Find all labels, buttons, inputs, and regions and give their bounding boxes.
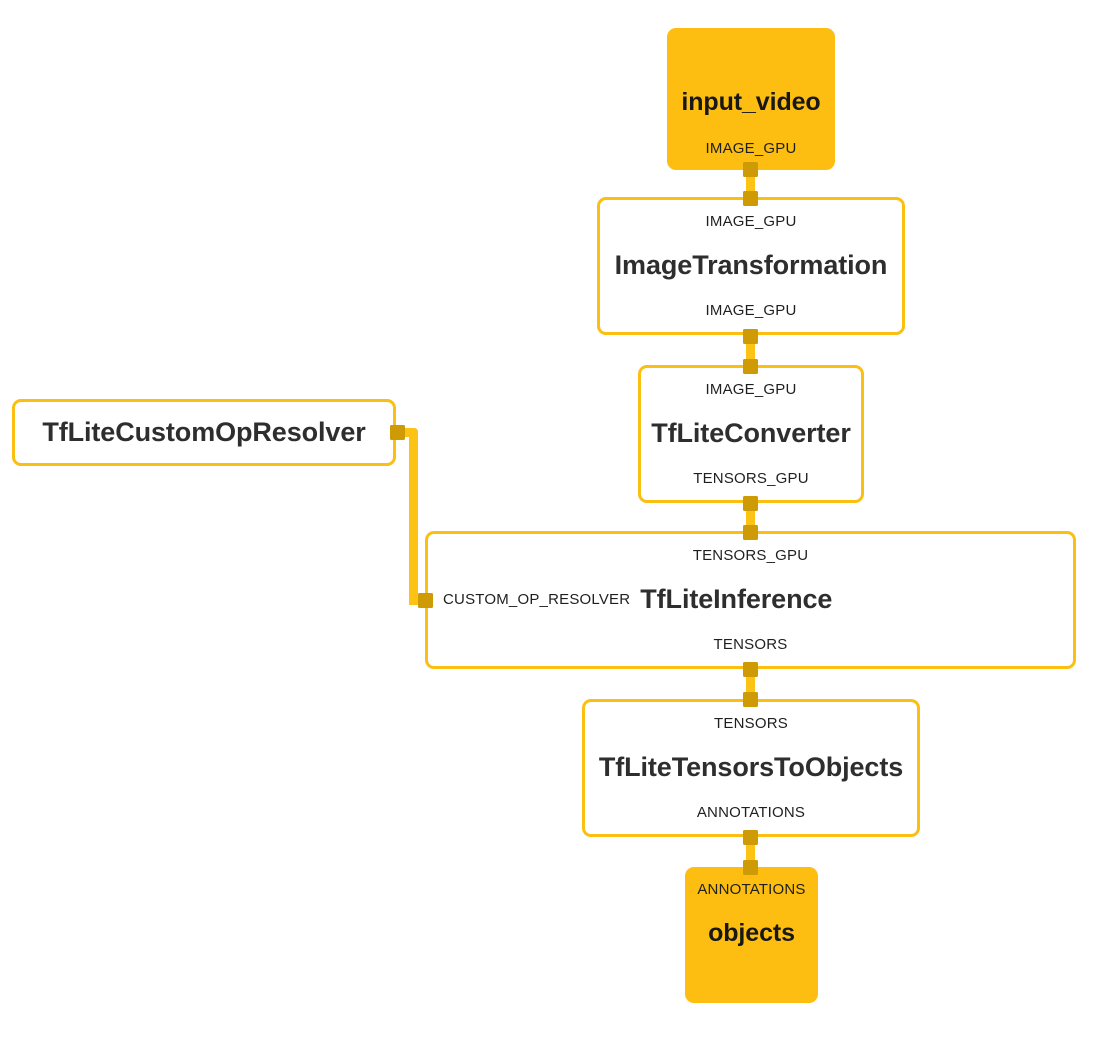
node-tflite-tensors-to-objects[interactable]: TENSORS TfLiteTensorsToObjects ANNOTATIO… [582, 699, 920, 837]
node-tflite-custom-op-resolver-title-row: TfLiteCustomOpResolver [15, 416, 393, 448]
node-tflite-inference-in-label: TENSORS_GPU [692, 547, 809, 564]
node-tflite-converter-title: TfLiteConverter [651, 418, 851, 449]
port-tflite-inference-out[interactable] [743, 662, 758, 677]
edge-resolver-to-inference-v [409, 428, 418, 604]
edge-tflite-inference-to-tensors-to-objects [746, 665, 755, 707]
edge-tflite-converter-to-tflite-inference [746, 490, 755, 538]
node-image-transformation[interactable]: IMAGE_GPU ImageTransformation IMAGE_GPU [597, 197, 905, 335]
node-tflite-inference[interactable]: TENSORS_GPU CUSTOM_OP_RESOLVER TfLiteInf… [425, 531, 1076, 669]
edge-input-video-to-image-transformation [746, 163, 755, 208]
edge-image-transformation-to-tflite-converter [746, 330, 755, 375]
node-input-video-out-label: IMAGE_GPU [705, 140, 797, 157]
node-tflite-inference-title-row: CUSTOM_OP_RESOLVER TfLiteInference [428, 584, 1073, 615]
node-tflite-tensors-to-objects-out-label: ANNOTATIONS [696, 804, 806, 821]
node-tflite-converter[interactable]: IMAGE_GPU TfLiteConverter TENSORS_GPU [638, 365, 864, 503]
port-tflite-tensors-to-objects-out[interactable] [743, 830, 758, 845]
node-image-transformation-in-label: IMAGE_GPU [705, 213, 797, 230]
node-input-video-title: input_video [681, 88, 821, 116]
node-tflite-inference-title: TfLiteInference [640, 584, 833, 615]
node-image-transformation-out-label: IMAGE_GPU [705, 302, 797, 319]
node-objects-in-label: ANNOTATIONS [697, 881, 806, 898]
node-tflite-inference-side-in-label: CUSTOM_OP_RESOLVER [443, 591, 631, 609]
port-tflite-inference-side-in[interactable] [418, 593, 433, 608]
node-tflite-tensors-to-objects-title: TfLiteTensorsToObjects [598, 752, 904, 783]
node-objects-title: objects [708, 919, 795, 947]
node-input-video[interactable]: input_video IMAGE_GPU [667, 28, 835, 170]
node-objects[interactable]: ANNOTATIONS objects [685, 867, 818, 1003]
node-image-transformation-title-row: ImageTransformation [600, 250, 902, 281]
node-tflite-converter-in-label: IMAGE_GPU [705, 381, 797, 398]
port-tflite-converter-in[interactable] [743, 359, 758, 374]
port-image-transformation-in[interactable] [743, 191, 758, 206]
port-objects-in[interactable] [743, 860, 758, 875]
port-input-video-out[interactable] [743, 162, 758, 177]
node-tflite-custom-op-resolver-title: TfLiteCustomOpResolver [42, 416, 366, 447]
port-tflite-converter-out[interactable] [743, 496, 758, 511]
node-image-transformation-title: ImageTransformation [614, 250, 888, 281]
node-tflite-tensors-to-objects-title-row: TfLiteTensorsToObjects [585, 752, 917, 783]
edge-tensors-to-objects-to-objects [746, 830, 755, 876]
node-tflite-converter-out-label: TENSORS_GPU [693, 470, 809, 487]
port-tflite-tensors-to-objects-in[interactable] [743, 692, 758, 707]
port-image-transformation-out[interactable] [743, 329, 758, 344]
edge-resolver-to-inference-h1 [394, 428, 418, 437]
port-tflite-custom-op-resolver-out[interactable] [390, 425, 405, 440]
node-tflite-custom-op-resolver[interactable]: TfLiteCustomOpResolver [12, 399, 396, 466]
node-tflite-inference-out-label: TENSORS [713, 636, 788, 653]
node-tflite-converter-title-row: TfLiteConverter [641, 418, 861, 449]
port-tflite-inference-in[interactable] [743, 525, 758, 540]
node-tflite-tensors-to-objects-in-label: TENSORS [714, 715, 788, 732]
